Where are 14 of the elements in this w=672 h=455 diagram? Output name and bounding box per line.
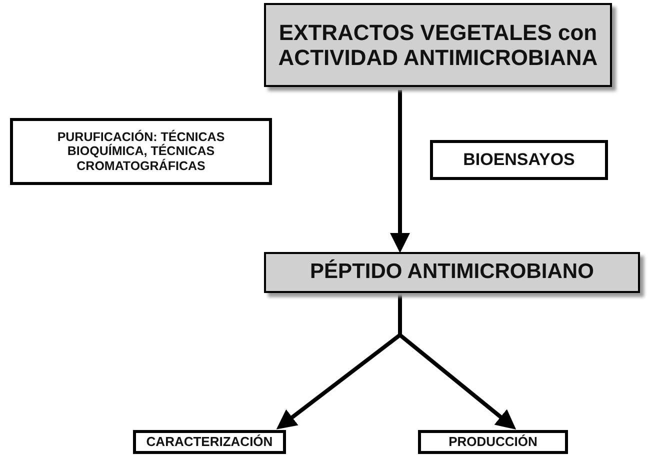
node-label: PRODUCCIÓN [448,434,538,450]
arrow [390,90,410,253]
outcome-box [418,430,568,454]
method-box [10,118,272,185]
outcome-box [133,430,286,454]
node-label: BIOENSAYOS [463,150,575,170]
node-label: PÉPTIDO ANTIMICROBIANO [310,260,594,285]
node-label: EXTRACTOS VEGETALES con ACTIVIDAD ANTIMICROBIANA [277,20,599,70]
arrow [398,293,516,430]
product-box [264,252,640,293]
assay-box [430,140,608,180]
source-box [264,3,612,87]
node-label: CARACTERIZACIÓN [146,434,273,450]
node-label: PURUFICACIÓN: TÉCNICAS BIOQUÍMICA, TÉCNICAS CROMATOGRÁFICAS [56,130,226,174]
